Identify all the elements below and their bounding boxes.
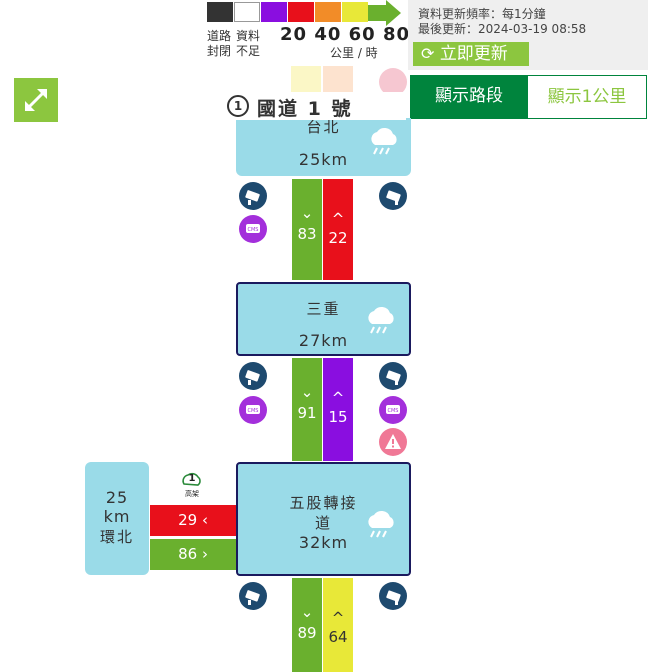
incident-warning-icon[interactable] xyxy=(379,428,407,456)
expand-icon xyxy=(25,89,47,111)
speed-value: 15 xyxy=(328,408,348,426)
node-name: 三重 xyxy=(306,300,341,318)
node-name: 台北 xyxy=(306,118,341,136)
segment-south-speed[interactable]: ⌄ 91 xyxy=(292,358,322,461)
cms-sign-icon[interactable]: CMS xyxy=(239,396,267,424)
rain-cloud-icon xyxy=(371,127,397,155)
chevron-right-icon: › xyxy=(201,545,208,563)
chevron-up-icon: ^ xyxy=(331,389,345,407)
speed-value: 29 xyxy=(178,511,198,529)
cctv-camera-icon[interactable] xyxy=(379,362,407,390)
cctv-camera-icon[interactable] xyxy=(239,362,267,390)
faded-legend-background-2 xyxy=(323,66,353,96)
legend-speeds: 20 40 60 80 xyxy=(280,24,410,45)
elevated-badge-text: 高架 xyxy=(185,490,199,498)
node-wugu-interchange[interactable]: 五股轉接 道 32km xyxy=(236,462,411,576)
node-sanchong[interactable]: 三重 27km xyxy=(236,282,411,356)
fullscreen-button[interactable] xyxy=(14,78,58,122)
speed-value: 86 xyxy=(178,545,198,563)
node-km: 27km xyxy=(298,331,349,350)
chevron-up-icon: ^ xyxy=(331,210,345,228)
svg-text:CMS: CMS xyxy=(248,227,259,233)
cms-sign-icon[interactable]: CMS xyxy=(239,215,267,243)
node-name: 五股轉接 xyxy=(289,494,358,512)
chevron-up-icon: ^ xyxy=(331,609,345,627)
segment-south-speed[interactable]: ⌄ 89 xyxy=(292,578,322,672)
chevron-down-icon: ⌄ xyxy=(300,383,314,401)
cctv-camera-icon[interactable] xyxy=(239,582,267,610)
ramp-out-speed[interactable]: 29 ‹ xyxy=(150,505,236,536)
elevated-badge-number: 1 xyxy=(188,473,196,484)
elevated-highway-badge: 1 高架 xyxy=(178,472,206,498)
segment-north-speed[interactable]: ^ 15 xyxy=(323,358,353,461)
svg-text:CMS: CMS xyxy=(388,408,399,414)
ramp-in-speed[interactable]: 86 › xyxy=(150,539,236,570)
refresh-icon: ⟳ xyxy=(421,44,435,63)
highway-header xyxy=(226,92,406,120)
faded-car-icon xyxy=(379,68,407,96)
legend-arrow-icon xyxy=(368,0,401,26)
legend-nodata-label-1: 資料 xyxy=(236,29,261,43)
refresh-button[interactable]: ⟳ 立即更新 xyxy=(413,42,529,66)
legend-closed-label-2: 封閉 xyxy=(207,44,232,58)
segment-north-speed[interactable]: ^ 64 xyxy=(323,578,353,672)
legend-closed-label-1: 道路 xyxy=(207,29,232,43)
ramp-name: 環北 xyxy=(99,528,134,546)
node-name-line2: 道 xyxy=(314,514,332,532)
legend-swatch-closed xyxy=(207,2,233,22)
speed-value: 89 xyxy=(297,624,317,642)
rain-cloud-icon xyxy=(368,510,394,538)
legend-swatch-20 xyxy=(261,2,287,22)
highway-shield-icon: 1 xyxy=(227,95,249,117)
speed-value: 64 xyxy=(328,628,348,646)
ramp-km-unit: km xyxy=(103,507,131,526)
legend-nodata-label-2: 不足 xyxy=(236,44,261,58)
chevron-left-icon: ‹ xyxy=(201,511,208,529)
speed-value: 22 xyxy=(328,229,348,247)
legend-swatch-40 xyxy=(288,2,314,22)
cctv-camera-icon[interactable] xyxy=(379,582,407,610)
legend-unit: 公里 / 時 xyxy=(330,46,378,60)
chevron-down-icon: ⌄ xyxy=(300,204,314,222)
legend-swatch-nodata xyxy=(234,2,260,22)
segment-south-speed[interactable]: ⌄ 83 xyxy=(292,179,322,280)
cctv-camera-icon[interactable] xyxy=(379,182,407,210)
cms-sign-icon[interactable]: CMS xyxy=(379,396,407,424)
svg-text:CMS: CMS xyxy=(248,408,259,414)
ramp-node-huanbei[interactable]: 25 km 環北 xyxy=(85,462,149,575)
speed-value: 83 xyxy=(297,225,317,243)
elevated-shield-icon xyxy=(182,472,201,486)
node-taipei[interactable]: 台北 25km xyxy=(236,118,411,176)
legend-swatch-60 xyxy=(315,2,341,22)
show-segment-button[interactable]: 顯示路段 xyxy=(410,75,528,119)
rain-cloud-icon xyxy=(368,306,394,334)
chevron-down-icon: ⌄ xyxy=(300,603,314,621)
speed-value: 91 xyxy=(297,404,317,422)
ramp-km-value: 25 xyxy=(105,488,129,507)
update-frequency: 資料更新頻率：每1分鐘 xyxy=(418,7,546,21)
highway-title: 國道 1 號 xyxy=(257,98,353,120)
refresh-button-label: 立即更新 xyxy=(439,44,508,64)
node-km: 32km xyxy=(298,533,349,552)
show-per-km-button[interactable]: 顯示1公里 xyxy=(527,75,647,119)
node-km: 25km xyxy=(298,150,349,169)
cctv-camera-icon[interactable] xyxy=(239,182,267,210)
faded-legend-background xyxy=(291,66,321,96)
segment-north-speed[interactable]: ^ 22 xyxy=(323,179,353,280)
legend-swatch-80 xyxy=(342,2,368,22)
last-update-time: 最後更新：2024-03-19 08:58 xyxy=(418,22,587,36)
